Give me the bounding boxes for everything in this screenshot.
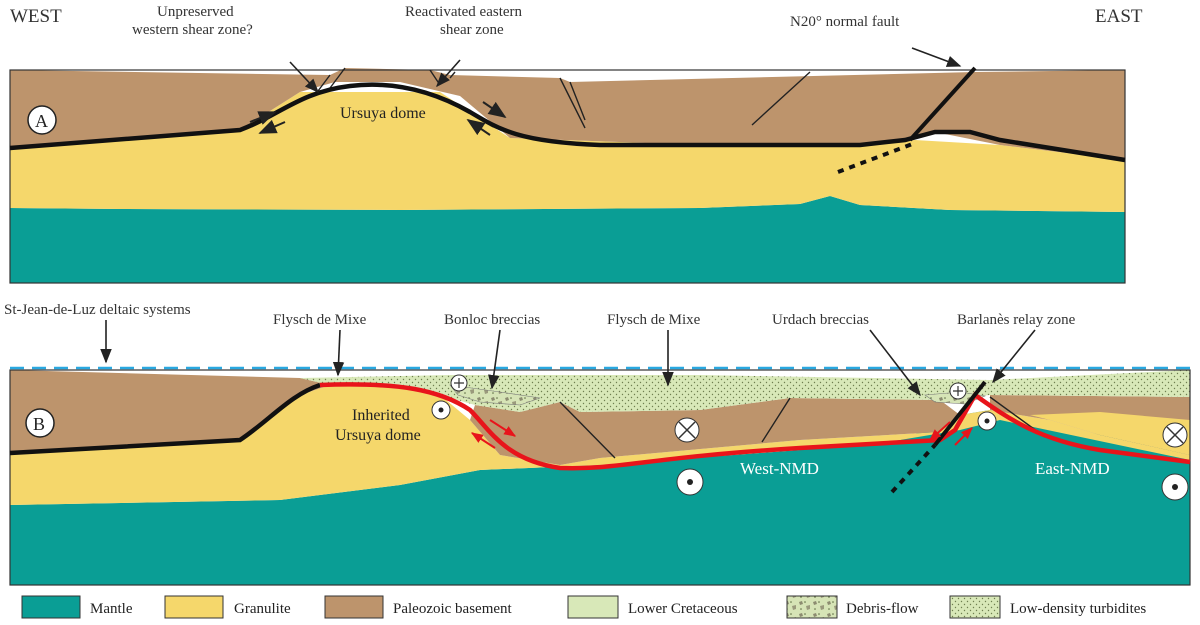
- panel-a-granulite: [10, 92, 1125, 212]
- panel-a-mantle: [10, 196, 1125, 283]
- panel-b-granulite: [10, 385, 1190, 505]
- legend-label-granulite: Granulite: [234, 601, 291, 617]
- legend-swatch-cretaceous: [567, 595, 619, 619]
- label-deltaic: St-Jean-de-Luz deltaic systems: [4, 302, 191, 318]
- shear-arrow-e2: [466, 118, 491, 136]
- shear-arrow-w2: [258, 119, 286, 134]
- callout-barlanes: [992, 329, 1036, 384]
- panel-a-frame: [9, 69, 1126, 284]
- plus-symbol-2: [949, 382, 967, 400]
- callout-normal-fault: [911, 47, 962, 67]
- shear-arrow-w1: [249, 111, 277, 125]
- west-label: WEST: [10, 6, 62, 27]
- legend-label-basement: Paleozoic basement: [393, 601, 513, 617]
- out-of-page-symbol-3: [676, 468, 704, 496]
- east-label: EAST: [1095, 6, 1143, 27]
- panel-b-letter: B: [33, 414, 45, 434]
- label-ursuya-dome: Ursuya dome: [340, 105, 426, 122]
- legend-label-mantle: Mantle: [90, 601, 133, 617]
- label-reactivated-2: shear zone: [440, 22, 504, 38]
- shear-arrow-e1: [482, 101, 507, 119]
- panel-a-fault-projection: [837, 141, 916, 174]
- panel-b-fault-projection: [890, 443, 937, 494]
- panel-b-red-detachment: [319, 382, 1191, 471]
- label-barlanes: Barlanès relay zone: [957, 312, 1076, 328]
- panel-a-basement: [10, 68, 1125, 160]
- callout-unpreserved: [289, 61, 319, 94]
- panel-b-mantle: [10, 410, 1190, 585]
- legend-swatch-granulite: [164, 595, 224, 619]
- panel-a-detachment: [9, 82, 1126, 163]
- legend-swatch-mantle: [21, 595, 81, 619]
- plus-symbol-1: [450, 374, 468, 392]
- legend-label-debris: Debris-flow: [846, 601, 919, 617]
- panel-b-normal-fault: [933, 380, 987, 447]
- panel-a-normal-fault: [908, 66, 977, 142]
- label-west-nmd: West-NMD: [740, 459, 819, 478]
- out-of-page-symbol-1: [431, 400, 451, 420]
- panel-a-badge: [27, 105, 57, 135]
- into-page-symbol-2: [1162, 422, 1188, 448]
- panel-a-letter: A: [35, 111, 48, 131]
- panel-b-basement-central: [470, 398, 960, 465]
- legend-swatch-turbidites: [949, 595, 1001, 619]
- callout-bonloc: [488, 329, 501, 390]
- legend-swatch-basement: [324, 595, 384, 619]
- label-unpreserved-1: Unpreserved: [157, 4, 234, 20]
- label-urdach: Urdach breccias: [772, 312, 869, 328]
- label-east-nmd: East-NMD: [1035, 459, 1110, 478]
- panel-b-granulite-east: [1030, 412, 1190, 455]
- callout-flysch-1: [332, 329, 345, 377]
- label-inherited-1: Inherited: [352, 407, 410, 424]
- into-page-symbol-1: [674, 417, 700, 443]
- label-normal-fault: N20° normal fault: [790, 14, 900, 30]
- red-shear-4: [954, 427, 973, 446]
- label-reactivated-1: Reactivated eastern: [405, 4, 523, 20]
- panel-a: Unpreserved western shear zone? Reactiva…: [9, 4, 1126, 284]
- panel-b-debris-bonloc: [449, 384, 541, 406]
- panel-a-faults: [314, 67, 811, 129]
- panel-b: St-Jean-de-Luz deltaic systems Flysch de…: [4, 302, 1195, 586]
- callout-reactivated: [436, 59, 461, 88]
- label-unpreserved-2: western shear zone?: [132, 22, 253, 38]
- label-flysch-2: Flysch de Mixe: [607, 312, 701, 328]
- legend: Mantle Granulite Paleozoic basement Lowe…: [21, 595, 1146, 619]
- panel-b-badge: [25, 408, 55, 438]
- legend-label-turbidites: Low-density turbidites: [1010, 601, 1146, 617]
- panel-b-frame: [9, 369, 1191, 586]
- out-of-page-symbol-2: [977, 411, 997, 431]
- red-shear-3: [929, 421, 951, 441]
- panel-b-inherited-detachment: [9, 382, 321, 456]
- legend-swatch-debris: [786, 595, 838, 619]
- red-shear-1: [489, 419, 517, 437]
- label-bonloc: Bonloc breccias: [444, 312, 540, 328]
- out-of-page-symbol-4: [1161, 473, 1189, 501]
- red-shear-2: [470, 432, 496, 449]
- label-inherited-2: Ursuya dome: [335, 427, 421, 444]
- callout-urdach: [869, 329, 921, 397]
- label-flysch-1: Flysch de Mixe: [273, 312, 367, 328]
- legend-label-cretaceous: Lower Cretaceous: [628, 601, 738, 617]
